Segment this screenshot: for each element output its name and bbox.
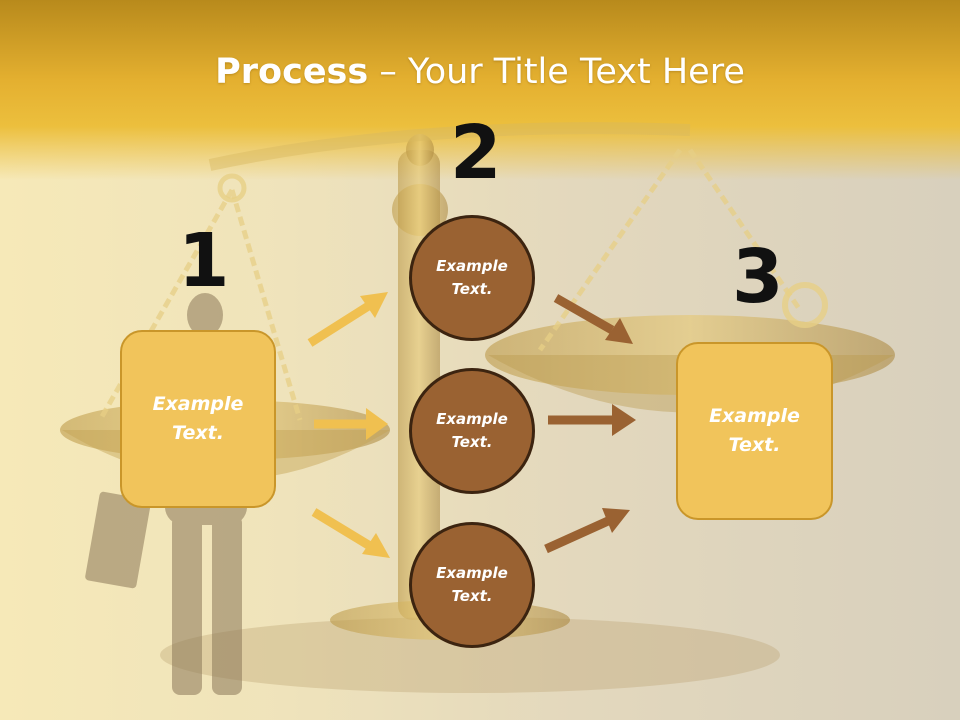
- circle-top-line-2: Text.: [451, 280, 493, 298]
- step-number-2: 2: [450, 110, 502, 196]
- title-band: [0, 0, 960, 180]
- step-2-circle-bottom[interactable]: Example Text.: [409, 522, 535, 648]
- step-3-text-line-2: Text.: [728, 434, 781, 456]
- arrow-right-down: [553, 294, 633, 344]
- circle-bottom-line-2: Text.: [451, 587, 493, 605]
- arrow-left-middle: [314, 408, 388, 440]
- circle-middle-line-2: Text.: [451, 433, 493, 451]
- step-2-circle-top[interactable]: Example Text.: [409, 215, 535, 341]
- step-3-text: Example Text.: [709, 402, 800, 460]
- step-number-3: 3: [732, 234, 784, 320]
- title-bold: Process: [215, 52, 369, 92]
- step-2-circle-middle[interactable]: Example Text.: [409, 368, 535, 494]
- slide-title[interactable]: Process – Your Title Text Here: [0, 52, 960, 92]
- step-1-text-line-2: Text.: [172, 422, 224, 444]
- arrow-left-up: [307, 292, 388, 347]
- circle-bottom-line-1: Example: [436, 564, 508, 582]
- arrow-right-middle: [548, 404, 636, 436]
- step-1-box[interactable]: Example Text.: [120, 330, 276, 508]
- circle-middle-line-1: Example: [436, 410, 508, 428]
- step-1-text: Example Text.: [153, 390, 244, 448]
- title-rest: – Your Title Text Here: [368, 52, 745, 92]
- circle-top-line-1: Example: [436, 257, 508, 275]
- step-3-text-line-1: Example: [709, 405, 800, 427]
- step-1-text-line-1: Example: [152, 393, 244, 415]
- arrow-right-up: [544, 508, 630, 554]
- arrow-left-down: [311, 508, 390, 558]
- step-3-box[interactable]: Example Text.: [676, 342, 833, 520]
- step-number-1: 1: [178, 218, 230, 304]
